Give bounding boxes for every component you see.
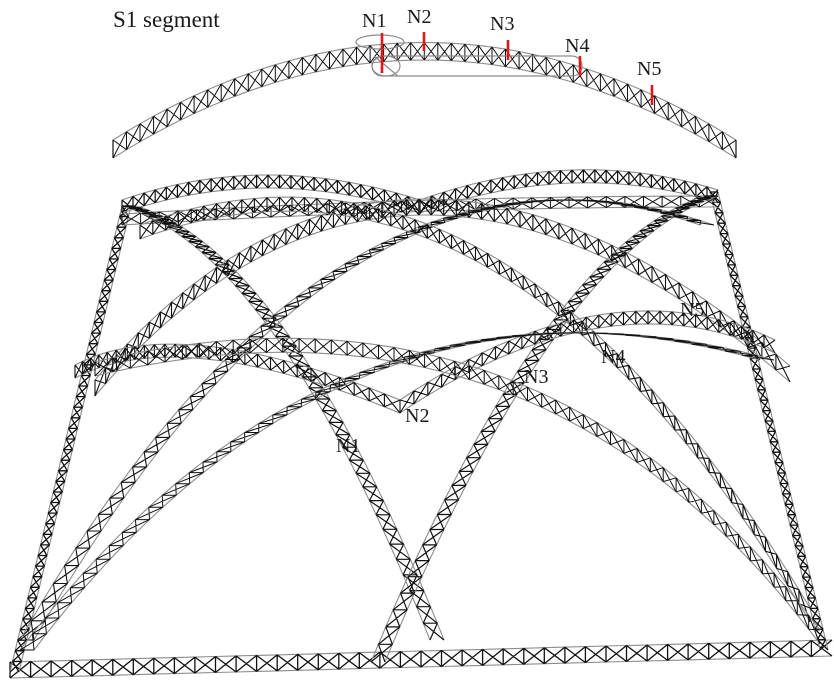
web-members — [94, 198, 791, 397]
segment-node-markers — [380, 32, 654, 105]
web-members — [19, 332, 775, 651]
ground-beam — [9, 639, 833, 679]
web-members — [9, 639, 833, 679]
segment-label-n4: N4 — [565, 35, 589, 57]
top-arch-right — [419, 169, 719, 214]
segment-label-n2: N2 — [407, 6, 431, 28]
segment-overlay-top — [355, 34, 405, 50]
chord-top — [19, 332, 761, 651]
web-members — [139, 196, 811, 623]
web-members — [19, 199, 715, 641]
structure-label-n5: N5 — [680, 299, 704, 321]
web-members — [121, 174, 421, 214]
segment-label-n3: N3 — [490, 13, 514, 35]
top-arch-left — [121, 174, 421, 214]
structure-label-n4: N4 — [601, 346, 625, 368]
segment-title: S1 segment — [113, 7, 220, 32]
chord-bottom — [370, 195, 705, 663]
web-members — [419, 169, 719, 214]
lower-arch-a — [19, 332, 775, 651]
segment-overlay-node — [371, 55, 401, 77]
diag-arch-c — [94, 198, 791, 397]
structure-label-n2: N2 — [405, 405, 429, 427]
web-members — [399, 310, 776, 414]
chord-bottom — [399, 323, 776, 414]
chord-bottom — [33, 199, 715, 641]
s1-segment-view — [112, 34, 737, 159]
diag-arch-a — [121, 205, 445, 641]
left-column — [9, 205, 132, 673]
segment-label-n1: N1 — [362, 10, 386, 32]
diag-arch-b — [370, 195, 719, 663]
lower-arch-b — [94, 337, 821, 645]
chord-bottom — [74, 356, 401, 414]
chord-bottom — [139, 210, 811, 623]
web-members — [112, 42, 737, 159]
mid-arch-right — [399, 310, 776, 414]
web-members — [9, 205, 132, 673]
chord-top — [19, 199, 701, 641]
segment-overlay-diagonal — [373, 55, 399, 77]
truss-structure-view — [9, 169, 833, 679]
diag-arch-e — [139, 196, 811, 623]
diag-arch-d — [19, 199, 715, 641]
structure-label-n1: N1 — [336, 435, 360, 457]
segment-label-n5: N5 — [637, 58, 661, 80]
chord-top — [384, 195, 719, 663]
chord-bottom — [135, 205, 445, 641]
structure-label-n3: N3 — [524, 366, 548, 388]
web-members — [94, 337, 821, 645]
